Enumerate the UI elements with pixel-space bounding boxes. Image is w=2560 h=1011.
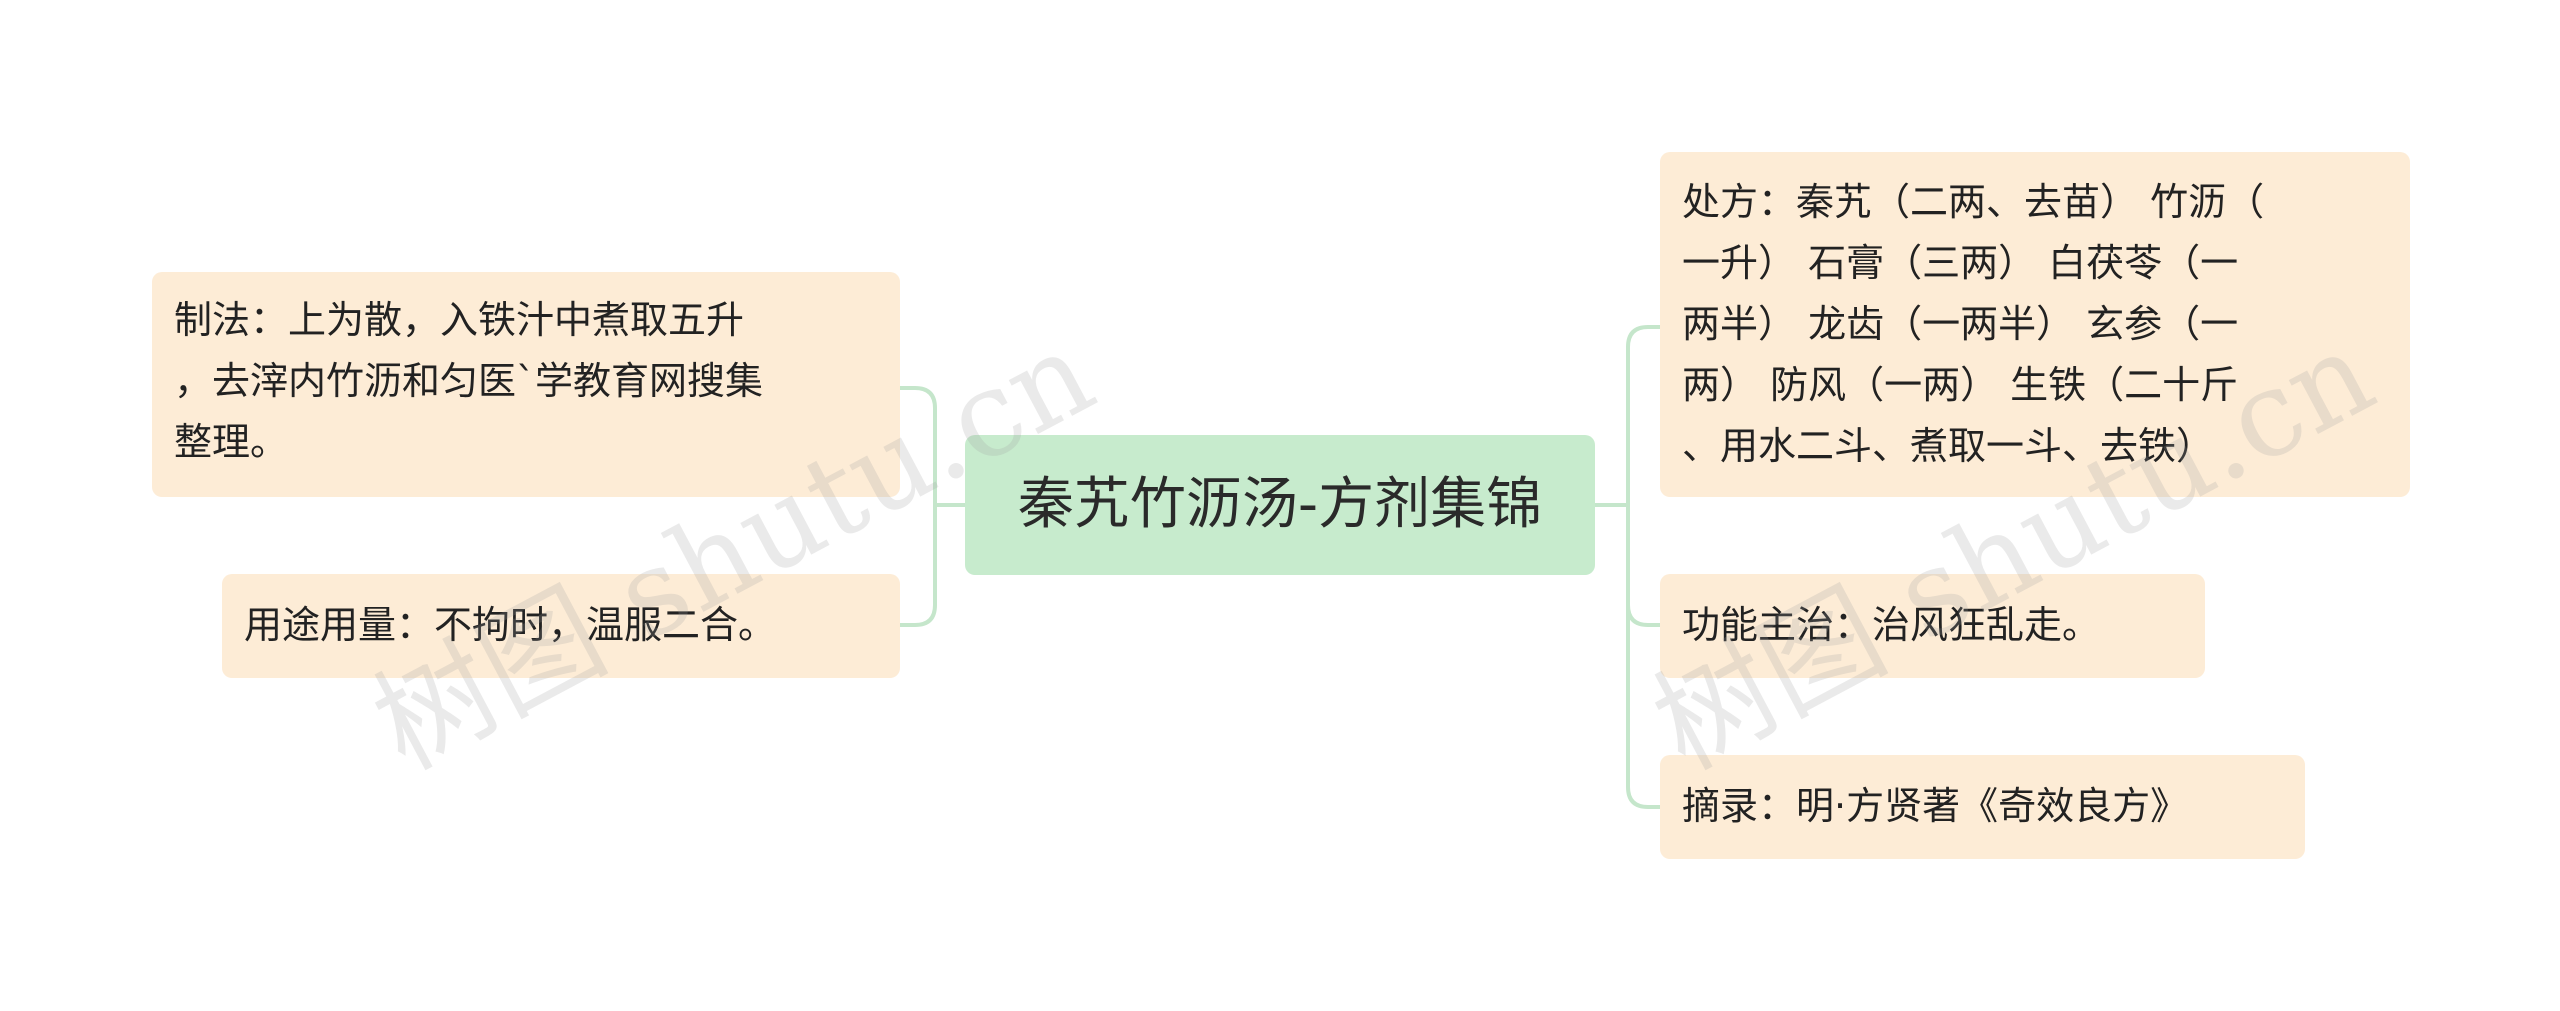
topic-usage[interactable]: 用途用量：不拘时，温服二合。 bbox=[222, 574, 900, 678]
topic-method-line-2: ，去滓内竹沥和匀医`学教育网搜集 bbox=[174, 359, 764, 403]
connector-right-source bbox=[1626, 603, 1662, 809]
topic-prescription-line-2: 一升） 石膏（三两） 白茯苓（一 bbox=[1682, 241, 2239, 285]
connector-left-usage bbox=[898, 503, 937, 627]
topic-indication[interactable]: 功能主治：治风狂乱走。 bbox=[1660, 574, 2205, 678]
topic-indication-line-1: 功能主治：治风狂乱走。 bbox=[1682, 603, 2101, 647]
topic-prescription-line-3: 两半） 龙齿（一两半） 玄参（一 bbox=[1682, 302, 2239, 346]
connector-left-method bbox=[898, 386, 937, 507]
topic-prescription[interactable]: 处方：秦艽（二两、去苗） 竹沥（ 一升） 石膏（三两） 白茯苓（一 两半） 龙齿… bbox=[1660, 152, 2410, 497]
topic-prescription-line-1: 处方：秦艽（二两、去苗） 竹沥（ bbox=[1682, 180, 2265, 224]
topic-method-line-1: 制法：上为散，入铁汁中煮取五升 bbox=[174, 298, 745, 342]
topic-method[interactable]: 制法：上为散，入铁汁中煮取五升 ，去滓内竹沥和匀医`学教育网搜集 整理。 bbox=[152, 272, 900, 497]
topic-prescription-line-4: 两） 防风（一两） 生铁（二十斤 bbox=[1682, 363, 2239, 407]
connector-right-indication bbox=[1626, 503, 1662, 627]
root-topic[interactable]: 秦艽竹沥汤-方剂集锦 bbox=[965, 435, 1595, 575]
topic-source[interactable]: 摘录：明·方贤著《奇效良方》 bbox=[1660, 755, 2305, 859]
topic-usage-line-1: 用途用量：不拘时，温服二合。 bbox=[244, 603, 777, 647]
topic-prescription-line-5: 、用水二斗、煮取一斗、去铁） bbox=[1682, 424, 2215, 468]
connector-right-prescription bbox=[1626, 325, 1662, 507]
root-label: 秦艽竹沥汤-方剂集锦 bbox=[1017, 472, 1543, 537]
topic-method-line-3: 整理。 bbox=[174, 420, 289, 464]
topic-source-line-1: 摘录：明·方贤著《奇效良方》 bbox=[1682, 784, 2189, 828]
